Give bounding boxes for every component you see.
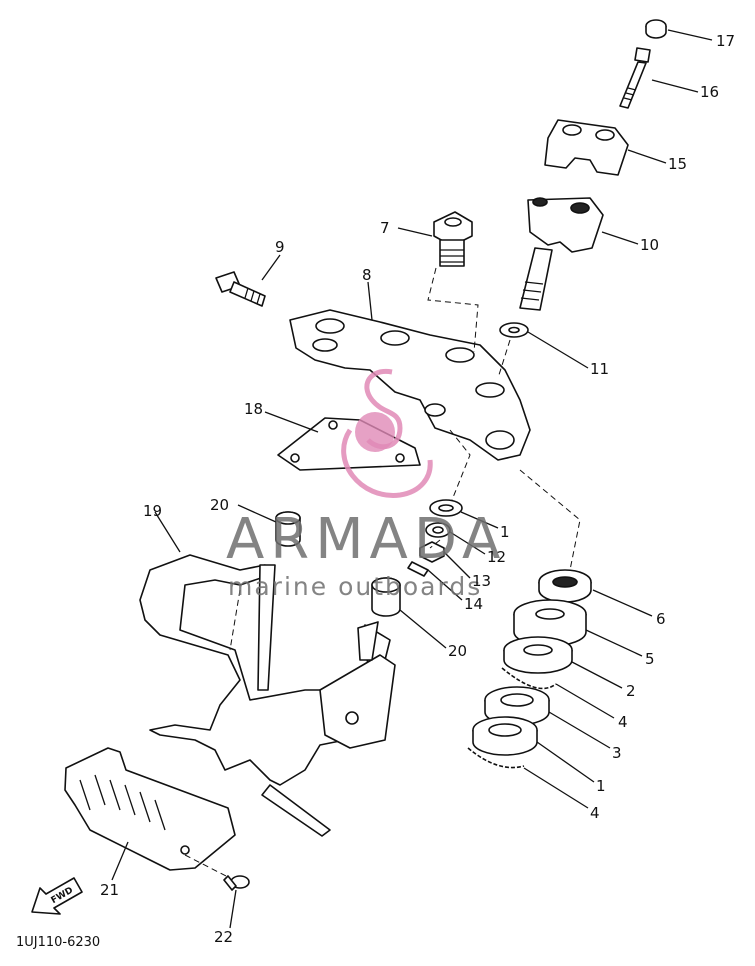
callout-16: 16 — [700, 83, 719, 101]
watermark: ARMADA marine outboards — [226, 368, 506, 601]
part-9-bolt — [215, 271, 266, 307]
part-15-holder-cap — [544, 119, 629, 176]
callout-14: 14 — [464, 595, 483, 613]
callout-1-upper: 1 — [500, 523, 510, 541]
part-2-bearing-race — [503, 636, 573, 674]
part-4-ball-bearings-lower — [467, 747, 525, 769]
watermark-brand: ARMADA — [226, 507, 506, 572]
part-16-bolt — [619, 47, 651, 109]
part-18-bracket-plate — [277, 417, 421, 471]
callout-13: 13 — [472, 572, 491, 590]
part-19-steering-frame — [139, 554, 396, 837]
callout-2: 2 — [626, 682, 636, 700]
callout-15: 15 — [668, 155, 687, 173]
callout-numbers: 17 16 15 10 11 7 8 9 18 1 12 13 14 20 20… — [100, 32, 735, 946]
part-21-footrest-cover — [64, 747, 236, 871]
callout-10: 10 — [640, 236, 659, 254]
leader-lines — [111, 29, 713, 929]
fwd-direction-arrow: FWD — [31, 877, 83, 915]
part-14-pin — [407, 561, 429, 577]
part-1-dust-seal — [429, 499, 463, 517]
callout-20-upper: 20 — [210, 496, 229, 514]
callout-5: 5 — [645, 650, 655, 668]
assembly-dashed-lines — [184, 267, 581, 879]
callout-22: 22 — [214, 928, 233, 946]
callout-6: 6 — [656, 610, 666, 628]
part-8-upper-bracket — [289, 309, 531, 461]
watermark-logo — [341, 368, 433, 498]
watermark-tagline: marine outboards — [228, 572, 482, 601]
part-12-washer — [425, 522, 451, 538]
watermark-logo-dot — [355, 412, 395, 452]
callout-20-lower: 20 — [448, 642, 467, 660]
part-4-ball-bearings-upper — [501, 667, 557, 690]
callout-4-upper: 4 — [618, 713, 628, 731]
callout-18: 18 — [244, 400, 263, 418]
callout-8: 8 — [362, 266, 372, 284]
callout-11: 11 — [590, 360, 609, 378]
callout-12: 12 — [487, 548, 506, 566]
part-1-lower-race — [472, 716, 538, 756]
callout-21: 21 — [100, 881, 119, 899]
part-20-collar-upper — [275, 511, 301, 547]
callout-3: 3 — [612, 744, 622, 762]
callout-1-lower: 1 — [596, 777, 606, 795]
part-17-cap — [645, 19, 667, 39]
callout-4-lower: 4 — [590, 804, 600, 822]
part-10-handlebar-holder — [519, 197, 604, 311]
part-7-steering-nut — [433, 211, 473, 267]
callout-17: 17 — [716, 32, 735, 50]
drawing-code: 1UJ110-6230 — [16, 935, 100, 950]
part-22-screw — [223, 875, 250, 891]
callout-19: 19 — [143, 502, 162, 520]
callout-9: 9 — [275, 238, 285, 256]
part-3-bearing-race — [484, 686, 550, 726]
callout-7: 7 — [380, 219, 390, 237]
part-13-nut — [419, 541, 445, 563]
part-6-ring-nut — [538, 569, 592, 603]
part-11-washer — [499, 322, 529, 338]
part-20-collar-lower — [371, 577, 401, 617]
